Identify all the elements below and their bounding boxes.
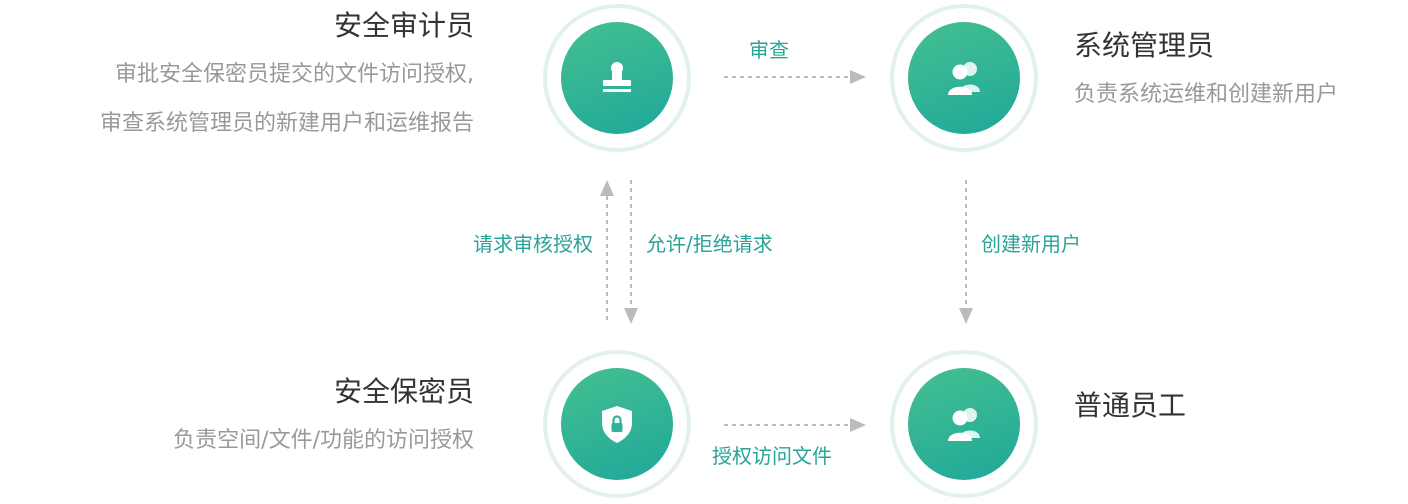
arrow-review <box>724 70 866 84</box>
node-auditor <box>543 4 691 152</box>
edge-label-review: 审查 <box>749 38 789 62</box>
node-secofficer-core <box>561 368 673 480</box>
node-sysadmin-core <box>908 22 1020 134</box>
node-auditor-title: 安全审计员 <box>333 9 474 42</box>
arrow-request-auth <box>600 180 614 320</box>
node-sysadmin <box>890 4 1038 152</box>
node-secofficer <box>543 350 691 498</box>
node-auditor-desc-line-1: 审批安全保密员提交的文件访问授权, <box>115 62 474 87</box>
node-employee-title: 普通员工 <box>1074 389 1187 422</box>
edge-label-request-auth: 请求审核授权 <box>473 232 593 256</box>
node-auditor-desc-line-2: 审查系统管理员的新建用户和运维报告 <box>99 111 474 136</box>
node-employee-core <box>908 368 1020 480</box>
node-sysadmin-title: 系统管理员 <box>1074 29 1215 62</box>
node-secofficer-desc-line-1: 负责空间/文件/功能的访问授权 <box>173 428 474 453</box>
edge-label-allow-reject: 允许/拒绝请求 <box>646 232 773 256</box>
users-icon <box>948 408 980 441</box>
arrow-grant-access <box>724 418 866 432</box>
node-auditor-core <box>561 22 673 134</box>
arrow-allow-reject <box>624 180 638 324</box>
edge-label-grant-access: 授权访问文件 <box>712 444 832 468</box>
edge-label-create-user: 创建新用户 <box>981 232 1081 256</box>
node-secofficer-title: 安全保密员 <box>333 375 474 408</box>
users-icon <box>948 62 980 95</box>
stamp-icon <box>603 62 631 92</box>
node-sysadmin-desc-line-1: 负责系统运维和创建新用户 <box>1074 82 1339 107</box>
node-employee <box>890 350 1038 498</box>
arrow-create-user <box>959 180 973 324</box>
shield-lock-icon <box>602 406 632 443</box>
